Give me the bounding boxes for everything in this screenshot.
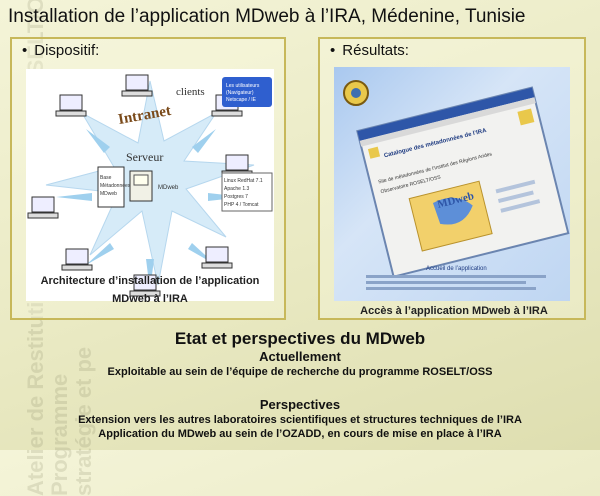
screenshot-welcome: Accueil de l’application — [426, 266, 487, 272]
users-info-box — [222, 77, 272, 107]
config-line-1: Linux RedHat 7.1 — [224, 178, 263, 184]
slide-title: Installation de l’application MDweb à l’… — [8, 6, 526, 27]
config-box — [221, 172, 273, 212]
panel-dispositif-heading: • Dispositif: — [22, 42, 99, 59]
screenshot-caption: Accès à l’application MDweb à l’IRA — [360, 305, 548, 317]
client-computer-icons — [27, 74, 253, 297]
users-info-line-1: Les utilisateurs — [226, 83, 260, 89]
panel-dispositif-heading-text: Dispositif: — [34, 42, 100, 59]
current-heading: Actuellement — [259, 349, 341, 364]
config-line-4: PHP 4 / Tomcat — [224, 202, 259, 208]
users-label: clients — [176, 86, 205, 98]
panel-resultats-heading-text: Résultats: — [342, 42, 409, 59]
panel-resultats-heading: • Résultats: — [330, 42, 409, 59]
users-info-line-2: (Navigateur) — [226, 90, 254, 96]
bullet-icon: • — [22, 42, 28, 59]
perspectives-line-1: Extension vers les autres laboratoires s… — [78, 414, 522, 426]
architecture-diagram-svg: Intranet clients Les utilisateurs (Navig… — [27, 74, 273, 297]
mdweb-screenshot-svg: Catalogue des métadonnées de l’IRA Site … — [343, 80, 570, 290]
server-label: Serveur — [126, 150, 163, 164]
perspectives-heading: Perspectives — [259, 397, 341, 412]
db-line-1: Base — [100, 175, 112, 181]
panel-resultats: • Résultats: Catalogue des métadonnées de… — [318, 37, 586, 320]
panel-dispositif: • Dispositif: — [10, 37, 286, 320]
diagram-caption-line-2: MDweb à l’IRA — [112, 293, 188, 305]
perspectives-line-2: Application du MDweb au sein de l’OZADD,… — [98, 428, 502, 440]
config-line-2: Apache 1.3 — [224, 186, 250, 192]
current-text: Exploitable au sein de l’équipe de reche… — [107, 366, 493, 378]
db-line-2: Métadonnées — [100, 183, 131, 189]
architecture-diagram: Intranet clients Les utilisateurs (Navig… — [26, 69, 274, 301]
server-box — [97, 166, 125, 208]
db-line-3: MDweb — [100, 191, 117, 197]
config-line-3: Postgres 7 — [224, 194, 248, 200]
bullet-icon: • — [330, 42, 336, 59]
tilted-browser-window: Catalogue des métadonnées de l’IRA Site … — [356, 86, 570, 278]
section-title: Etat et perspectives du MDweb — [174, 329, 426, 348]
diagram-caption-line-1: Architecture d’installation de l’applica… — [40, 275, 260, 287]
mdweb-screenshot: Catalogue des métadonnées de l’IRA Site … — [334, 67, 570, 301]
users-info-line-3: Netscape / IE — [226, 97, 257, 103]
server-computer-icon — [129, 170, 153, 202]
server-small-label: MDweb — [158, 185, 179, 191]
